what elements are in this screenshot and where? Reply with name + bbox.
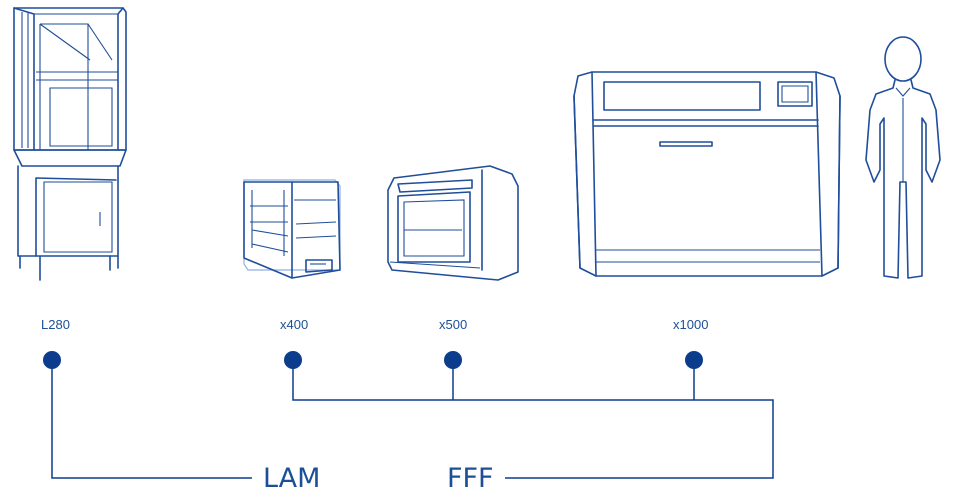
human-scale-illustration	[865, 36, 941, 279]
l280-node	[43, 351, 61, 369]
l280-printer-illustration	[13, 7, 127, 281]
x1000-label: x1000	[673, 317, 709, 332]
x500-label: x500	[439, 317, 468, 332]
x400-node	[284, 351, 302, 369]
connector-lines	[51, 360, 774, 479]
x400-printer-illustration	[243, 179, 341, 279]
x400-label: x400	[280, 317, 309, 332]
lam-group-label: LAM	[263, 463, 321, 494]
x1000-printer-illustration	[573, 71, 841, 277]
fff-group-label: FFF	[447, 463, 494, 494]
l280-label: L280	[41, 317, 70, 332]
x1000-node	[685, 351, 703, 369]
x500-node	[444, 351, 462, 369]
x500-printer-illustration	[387, 165, 519, 281]
